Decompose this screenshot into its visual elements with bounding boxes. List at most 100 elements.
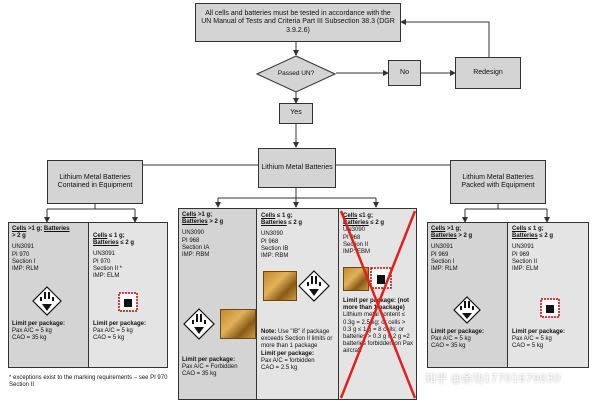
section: Section II * bbox=[93, 265, 123, 272]
cells-label: Cells bbox=[182, 212, 197, 218]
batteries-label: Batteries bbox=[93, 240, 119, 247]
packing-instruction: PI 969 bbox=[512, 251, 530, 258]
imp-code: IMP: RLM bbox=[431, 266, 458, 273]
pax-limit: Pax A/C = 5 kg bbox=[12, 328, 52, 335]
pax-limit: Pax A/C = 5 kg bbox=[431, 336, 471, 343]
footnote: * exceptions exist to the marking requir… bbox=[9, 375, 168, 389]
imp-code: IMP: RBM bbox=[182, 252, 210, 259]
section: Section II bbox=[512, 258, 538, 265]
un-number: UN3091 bbox=[512, 244, 535, 251]
redesign-label: Redesign bbox=[473, 68, 503, 76]
cells-limit: >1 g; bbox=[26, 226, 44, 232]
watermark: 知乎 @余功17701679030 bbox=[425, 372, 561, 385]
section: Section I bbox=[12, 258, 36, 265]
section-ib-column: Cells ≤ 1 g; Batteries ≤ 2 g UN3090 PI 9… bbox=[258, 210, 338, 263]
un-number: UN3091 bbox=[431, 244, 454, 251]
section-ib-notes: Note: Use "IB" if package exceeds Sectio… bbox=[258, 326, 338, 375]
un-number: UN3091 bbox=[12, 244, 35, 251]
batteries-limit: ≤ 2 g bbox=[286, 220, 302, 227]
imp-code: IMP: RBM bbox=[261, 253, 289, 260]
lithium-battery-mark-icon bbox=[540, 298, 560, 318]
packed-section-ii-limits: Limit per package: Pax A/C = 5 kg CAO = … bbox=[509, 326, 589, 354]
contained-section-i-limits: Limit per package: Pax A/C = 5 kg CAO = … bbox=[9, 318, 89, 346]
cells-label: Cells bbox=[12, 226, 27, 232]
class-9-hazard-label-icon bbox=[32, 286, 62, 316]
class-9-hazard-label-icon bbox=[298, 270, 330, 302]
cao-limit: CAO = 35 kg bbox=[12, 335, 47, 342]
batteries-limit: ≤ 2 g bbox=[118, 240, 134, 247]
cells-label: Cells bbox=[512, 226, 527, 232]
note-label: Note: bbox=[261, 329, 277, 335]
cells-limit: ≤1 g; bbox=[357, 213, 373, 219]
cells-limit: ≤ 1 g; bbox=[107, 233, 125, 239]
packing-instruction: PI 969 bbox=[431, 251, 449, 258]
cells-limit: >1 g; bbox=[445, 226, 462, 232]
cells-limit: >1 g; bbox=[196, 212, 213, 218]
packed-section-i-column: Cells >1 g; Batteries > 2 g UN3091 PI 96… bbox=[428, 223, 508, 367]
batteries-limit: > 2 g bbox=[456, 233, 473, 240]
batteries-limit: ≤ 2 g bbox=[368, 220, 384, 227]
un-number: UN3090 bbox=[182, 230, 205, 237]
cao-limit: CAO = 5 kg bbox=[512, 343, 544, 350]
section-ia-column: Cells >1 g; Batteries > 2 g UN3090 PI 96… bbox=[179, 209, 257, 399]
limit-title: Limit per package: bbox=[12, 321, 66, 327]
cells-label: Cells bbox=[93, 233, 108, 239]
contained-in-equipment-label: Lithium Metal Batteries Contained in Equ… bbox=[57, 173, 133, 190]
lithium-metal-batteries-box: Lithium Metal Batteries bbox=[258, 148, 336, 188]
yes-box: Yes bbox=[279, 103, 313, 124]
batteries-limit: ≤ 2 g bbox=[537, 233, 553, 240]
yes-label: Yes bbox=[290, 109, 302, 117]
cargo-aircraft-only-label-icon bbox=[220, 309, 256, 339]
cells-limit: ≤ 1 g; bbox=[526, 226, 544, 232]
contained-section-ii-column: Cells ≤ 1 g; Batteries ≤ 2 g UN3091 PI 9… bbox=[90, 230, 168, 283]
section: Section I bbox=[431, 258, 455, 265]
cells-limit: ≤ 1 g; bbox=[275, 213, 293, 219]
limit-title: Limit per package: bbox=[93, 321, 147, 327]
cao-limit: CAO = 35 kg bbox=[431, 343, 466, 350]
limit-title: Limit per package: bbox=[261, 350, 315, 357]
passed-un-decision bbox=[256, 55, 336, 93]
packed-with-equipment-box: Lithium Metal Batteries Packed with Equi… bbox=[450, 160, 546, 204]
un-number: UN3090 bbox=[343, 227, 366, 234]
class-9-hazard-label-icon bbox=[453, 296, 481, 324]
packed-with-equipment-label: Lithium Metal Batteries Packed with Equi… bbox=[461, 173, 535, 190]
section: Section IB bbox=[261, 245, 289, 252]
packed-section-i-limits: Limit per package: Pax A/C = 5 kg CAO = … bbox=[428, 326, 508, 354]
batteries-label: Batteries bbox=[43, 226, 70, 232]
cao-limit: CAO = 2.5 kg bbox=[261, 365, 298, 372]
section: Section IA bbox=[182, 244, 210, 251]
packing-instruction: PI 968 bbox=[261, 238, 279, 245]
test-requirement-text: All cells and batteries must be tested i… bbox=[201, 9, 395, 34]
packing-instruction: PI 970 bbox=[93, 258, 111, 265]
limit-title: Limit per package: bbox=[431, 329, 485, 335]
cells-label: Cells bbox=[343, 213, 358, 219]
packing-instruction: PI 968 bbox=[182, 237, 200, 244]
batteries-label: Batteries bbox=[261, 220, 287, 227]
forbidden-cross-mark bbox=[339, 210, 417, 399]
imp-code: IMP: RLM bbox=[12, 266, 39, 273]
test-requirement-box: All cells and batteries must be tested i… bbox=[195, 3, 401, 42]
cao-limit: CAO = 35 kg bbox=[182, 371, 217, 378]
lithium-metal-batteries-label: Lithium Metal Batteries bbox=[261, 163, 333, 171]
contained-section-ii-limits: Limit per package: Pax A/C = 5 kg CAO = … bbox=[90, 318, 168, 346]
batteries-label: Batteries bbox=[182, 219, 208, 226]
note-text: Use "IB" if package exceeds Section II l… bbox=[261, 329, 333, 350]
passed-un-label: Passed UN? bbox=[277, 70, 315, 78]
class-9-hazard-label-icon bbox=[183, 308, 215, 340]
batteries-limit: > 2 g bbox=[12, 233, 26, 240]
cells-label: Cells bbox=[261, 213, 276, 219]
no-label: No bbox=[400, 68, 409, 76]
contained-in-equipment-box: Lithium Metal Batteries Contained in Equ… bbox=[47, 160, 143, 204]
un-number: UN3091 bbox=[93, 251, 116, 258]
imp-code: IMP: ELM bbox=[512, 266, 539, 273]
batteries-label: Batteries bbox=[343, 220, 369, 227]
column-divider bbox=[338, 209, 339, 399]
imp-code: IMP: ELM bbox=[93, 273, 120, 280]
cells-label: Cells bbox=[431, 226, 446, 232]
pax-limit: Pax A/C = Forbidden bbox=[182, 364, 238, 371]
section-ia-limits: Limit per package: Pax A/C = Forbidden C… bbox=[179, 354, 257, 382]
pax-limit: Pax A/C = 5 kg bbox=[512, 336, 552, 343]
lithium-battery-mark-icon bbox=[118, 292, 138, 312]
batteries-label: Batteries bbox=[512, 233, 538, 240]
